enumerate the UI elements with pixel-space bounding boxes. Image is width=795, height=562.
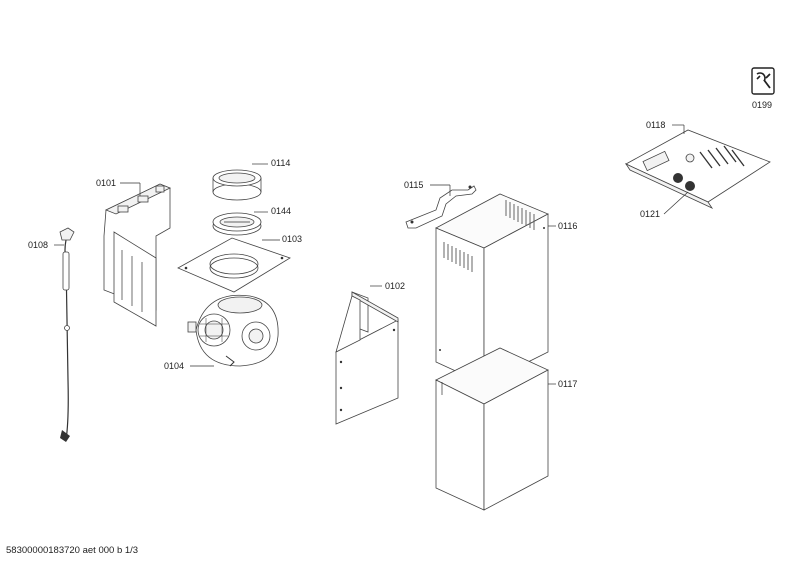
part-label-0116[interactable]: 0116 bbox=[558, 221, 577, 231]
part-label-0121[interactable]: 0121 bbox=[640, 209, 660, 219]
part-label-0144[interactable]: 0144 bbox=[271, 206, 291, 216]
chimney-clip-part bbox=[405, 185, 477, 229]
part-label-0199[interactable]: 0199 bbox=[752, 100, 772, 110]
wrench-document-icon bbox=[751, 67, 775, 95]
part-label-0104[interactable]: 0104 bbox=[164, 361, 184, 371]
part-label-0115[interactable]: 0115 bbox=[404, 180, 423, 190]
lower-chimney-part bbox=[435, 347, 549, 511]
document-footer: 58300000183720 aet 000 b 1/3 bbox=[6, 545, 139, 556]
power-cord-part bbox=[59, 227, 75, 442]
duct-ring-part bbox=[212, 169, 262, 201]
part-label-0101[interactable]: 0101 bbox=[96, 178, 116, 188]
mounting-bracket-part bbox=[103, 183, 171, 327]
part-label-0117[interactable]: 0117 bbox=[558, 379, 577, 389]
part-label-0108[interactable]: 0108 bbox=[28, 240, 48, 250]
upper-chimney-part bbox=[435, 193, 549, 385]
fan-motor-part bbox=[187, 294, 279, 367]
accessory-bag-part bbox=[624, 129, 771, 209]
part-label-0103[interactable]: 0103 bbox=[282, 234, 302, 244]
part-label-0114[interactable]: 0114 bbox=[271, 158, 290, 168]
part-label-0118[interactable]: 0118 bbox=[646, 120, 665, 130]
mounting-plate-part bbox=[177, 237, 291, 293]
flap-ring-part bbox=[212, 212, 262, 236]
part-label-0102[interactable]: 0102 bbox=[385, 281, 405, 291]
chimney-bracket-part bbox=[335, 291, 399, 425]
